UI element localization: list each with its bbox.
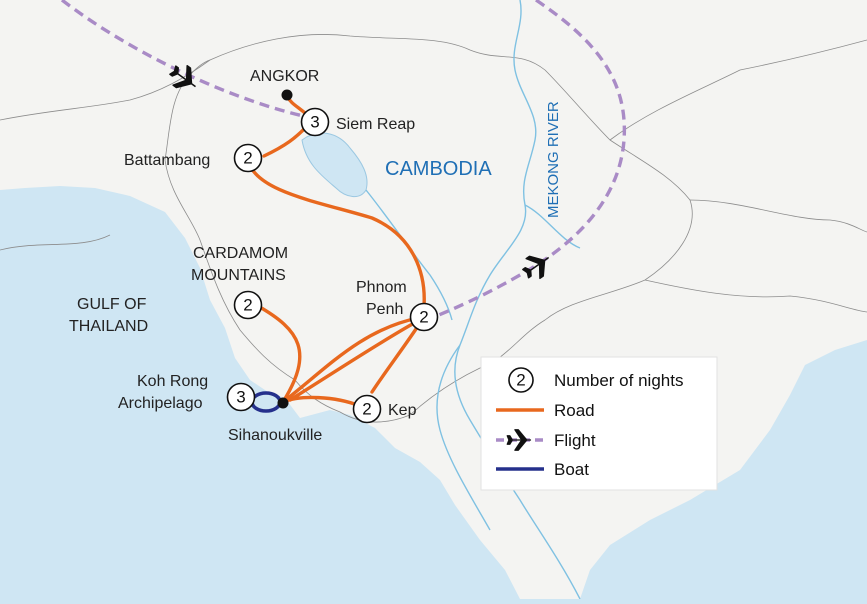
road (288, 320, 418, 402)
legend-flight-label: Flight (554, 431, 596, 450)
angkor-point (281, 89, 293, 101)
legend-nights-symbol: 2 (516, 371, 525, 390)
border-line (689, 199, 867, 233)
region-label-line1: CARDAMOM (193, 245, 288, 262)
border-line (609, 39, 867, 141)
legend-boat-label: Boat (554, 460, 589, 479)
place-label-koh-rong-line2[interactable]: Archipelago (118, 395, 203, 412)
nights-marker-phnom-penh[interactable]: 2 (409, 302, 439, 332)
region-label-line2: MOUNTAINS (191, 267, 286, 284)
border-line (0, 234, 111, 251)
nights-marker-koh-rong[interactable]: 3 (226, 382, 256, 412)
legend: 2 Number of nights Road Flight Boat (480, 356, 718, 491)
road (256, 304, 302, 404)
sihanoukville-point (277, 397, 289, 409)
nights-marker-siem-reap[interactable]: 3 (300, 107, 330, 137)
nights-count: 2 (243, 296, 252, 315)
island (281, 348, 295, 368)
place-label-phnom-penh-line1[interactable]: Phnom (356, 279, 407, 296)
road (246, 158, 426, 308)
river-branch (365, 189, 453, 321)
place-label-siem-reap[interactable]: Siem Reap (336, 116, 415, 133)
nights-count: 3 (236, 388, 245, 407)
nights-marker-kep[interactable]: 2 (352, 394, 382, 424)
river-label: MEKONG RIVER (545, 101, 562, 218)
river-branch (524, 204, 581, 249)
border-line (644, 279, 867, 313)
border-line (0, 59, 211, 121)
legend-road-label: Road (554, 401, 595, 420)
place-label-battambang[interactable]: Battambang (124, 152, 210, 169)
flight-path (60, 0, 313, 120)
place-label-koh-rong-line1[interactable]: Koh Rong (137, 373, 208, 390)
country-label: CAMBODIA (385, 158, 492, 180)
sea-label-line1: GULF OF (77, 296, 147, 313)
place-label-phnom-penh-line2[interactable]: Penh (366, 301, 403, 318)
place-label-sihanoukville[interactable]: Sihanoukville (228, 427, 322, 444)
river-branch (436, 344, 491, 531)
country-border (164, 34, 693, 423)
nights-marker-cardamom[interactable]: 2 (233, 290, 263, 320)
legend-flight-row: Flight (496, 429, 596, 451)
road (281, 316, 420, 404)
road (370, 324, 420, 394)
nights-count: 2 (362, 400, 371, 419)
nights-count: 2 (419, 308, 428, 327)
sea-label-line2: THAILAND (69, 318, 148, 335)
legend-boat-row: Boat (496, 460, 589, 479)
place-label-angkor[interactable]: ANGKOR (250, 68, 319, 85)
nights-marker-battambang[interactable]: 2 (233, 143, 263, 173)
legend-nights-row: 2 Number of nights (508, 367, 683, 393)
legend-road-row: Road (496, 401, 595, 420)
road (281, 395, 362, 408)
nights-count: 3 (310, 113, 319, 132)
nights-count: 2 (243, 149, 252, 168)
boat-route (250, 391, 282, 413)
place-label-kep[interactable]: Kep (388, 402, 417, 419)
legend-nights-label: Number of nights (554, 371, 683, 390)
